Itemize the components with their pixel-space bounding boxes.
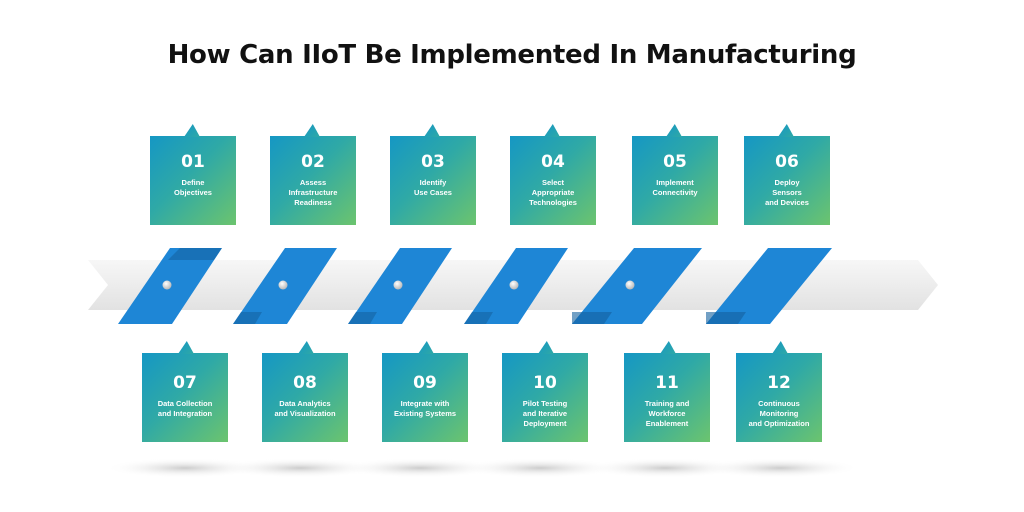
step-label: Data Analytics and Visualization	[274, 399, 336, 418]
page-title: How Can IIoT Be Implemented In Manufactu…	[167, 40, 857, 70]
ribbon-segment-1	[118, 248, 222, 324]
ribbon-segment-5	[572, 248, 702, 324]
step-number: 09	[413, 373, 437, 393]
ribbon-dot	[278, 280, 288, 290]
step-number: 04	[541, 152, 565, 172]
step-number: 05	[663, 152, 687, 172]
step-label: Deploy Sensors and Devices	[765, 178, 809, 207]
step-label: Continuous Monitoring and Optimization	[748, 399, 810, 428]
step-card-06: 06 Deploy Sensors and Devices	[744, 124, 830, 225]
step-card-10: 10 Pilot Testing and Iterative Deploymen…	[502, 341, 588, 442]
ribbon-segments	[118, 248, 832, 324]
step-label: Training and Workforce Enablement	[644, 399, 690, 428]
step-number: 07	[173, 373, 197, 393]
ribbon-segment-2	[233, 248, 337, 324]
step-card-09: 09 Integrate with Existing Systems	[382, 341, 468, 442]
step-card-11: 11 Training and Workforce Enablement	[624, 341, 710, 442]
step-card-03: 03 Identify Use Cases	[390, 124, 476, 225]
step-number: 08	[293, 373, 317, 393]
step-card-12: 12 Continuous Monitoring and Optimizatio…	[736, 341, 822, 442]
ribbon-dot	[625, 280, 635, 290]
floor-shadows	[105, 458, 860, 478]
step-label: Data Collection and Integration	[157, 399, 213, 418]
step-number: 01	[181, 152, 205, 172]
ribbon-dot	[162, 280, 172, 290]
ribbon-segment-3	[348, 248, 452, 324]
step-card-05: 05 Implement Connectivity	[632, 124, 718, 225]
step-number: 11	[655, 373, 679, 393]
step-card-01: 01 Define Objectives	[150, 124, 236, 225]
step-label: Implement Connectivity	[652, 178, 698, 197]
step-label: Define Objectives	[174, 178, 212, 197]
step-number: 10	[533, 373, 557, 393]
ribbon-segment-6	[706, 248, 832, 324]
step-card-04: 04 Select Appropriate Technologies	[510, 124, 596, 225]
ribbon-dot	[509, 280, 519, 290]
step-label: Select Appropriate Technologies	[529, 178, 577, 207]
step-number: 06	[775, 152, 799, 172]
step-label: Pilot Testing and Iterative Deployment	[522, 399, 568, 428]
step-label: Assess Infrastructure Readiness	[288, 178, 338, 207]
step-number: 12	[767, 373, 791, 393]
ribbon-segment-4	[464, 248, 568, 324]
step-card-08: 08 Data Analytics and Visualization	[262, 341, 348, 442]
step-label: Integrate with Existing Systems	[393, 399, 457, 418]
step-label: Identify Use Cases	[414, 178, 452, 197]
step-number: 03	[421, 152, 445, 172]
ribbon-dot	[393, 280, 403, 290]
step-card-07: 07 Data Collection and Integration	[142, 341, 228, 442]
step-number: 02	[301, 152, 325, 172]
step-card-02: 02 Assess Infrastructure Readiness	[270, 124, 356, 225]
